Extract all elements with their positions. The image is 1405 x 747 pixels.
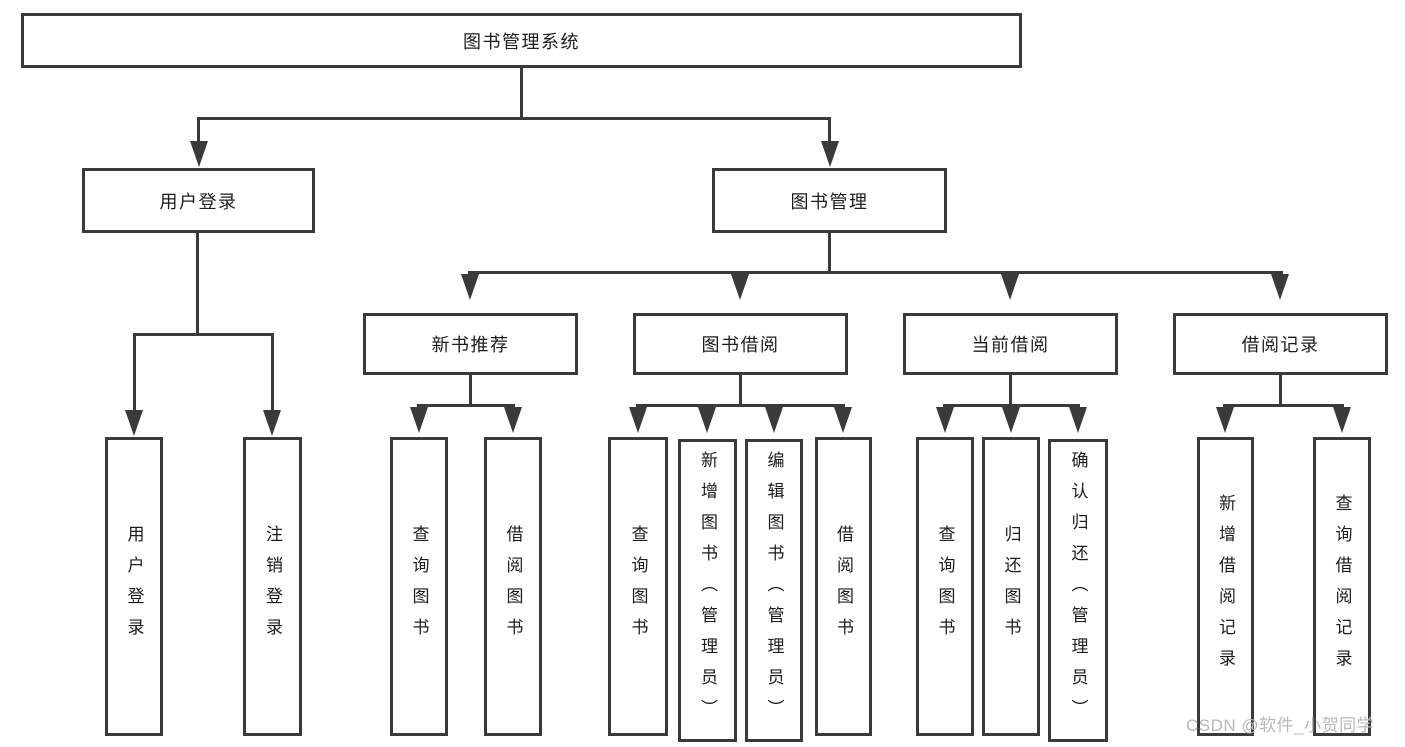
arrow-down-icon: [461, 274, 479, 300]
connector-line: [1009, 375, 1012, 407]
watermark: CSDN @软件_小贺同学: [1186, 716, 1375, 735]
leaf-add-books-admin: 新增图书（管理员）: [678, 439, 737, 742]
arrow-down-icon: [1216, 407, 1234, 433]
leaf-edit-books-admin: 编辑图书（管理员）: [745, 439, 803, 742]
node-current-borrowing: 当前借阅: [903, 313, 1118, 375]
connector-line: [636, 404, 845, 407]
leaf-borrow-books-borrowing: 借阅图书: [815, 437, 872, 736]
node-book-management: 图书管理: [712, 168, 947, 233]
connector-line: [1223, 404, 1344, 407]
arrow-down-icon: [821, 141, 839, 167]
arrow-down-icon: [410, 407, 428, 433]
connector-line: [520, 68, 523, 120]
leaf-confirm-return-admin: 确认归还（管理员）: [1048, 439, 1108, 742]
arrow-down-icon: [698, 407, 716, 433]
connector-line: [1279, 375, 1282, 407]
node-borrowing-records: 借阅记录: [1173, 313, 1388, 375]
node-new-book-recommend: 新书推荐: [363, 313, 578, 375]
arrow-down-icon: [125, 410, 143, 436]
connector-line: [469, 375, 472, 407]
leaf-borrow-books-recommend: 借阅图书: [484, 437, 542, 736]
leaf-return-books: 归还图书: [982, 437, 1040, 736]
connector-line: [197, 117, 831, 120]
connector-line: [271, 333, 274, 411]
arrow-down-icon: [834, 407, 852, 433]
node-library-system: 图书管理系统: [21, 13, 1022, 68]
leaf-query-books-recommend: 查询图书: [390, 437, 448, 736]
arrow-down-icon: [1333, 407, 1351, 433]
node-book-borrowing: 图书借阅: [633, 313, 848, 375]
connector-line: [468, 271, 1283, 274]
arrow-down-icon: [1069, 407, 1087, 433]
arrow-down-icon: [1002, 407, 1020, 433]
arrow-down-icon: [936, 407, 954, 433]
arrow-down-icon: [504, 407, 522, 433]
connector-line: [197, 117, 200, 145]
connector-line: [943, 404, 1080, 407]
leaf-query-books-current: 查询图书: [916, 437, 974, 736]
connector-line: [196, 233, 199, 336]
leaf-query-borrow-record: 查询借阅记录: [1313, 437, 1371, 736]
arrow-down-icon: [1271, 274, 1289, 300]
leaf-query-books-borrowing: 查询图书: [608, 437, 668, 736]
connector-line: [828, 233, 831, 274]
connector-line: [133, 333, 274, 336]
leaf-logout: 注销登录: [243, 437, 302, 736]
arrow-down-icon: [263, 410, 281, 436]
connector-line: [133, 333, 136, 411]
leaf-user-login: 用户登录: [105, 437, 163, 736]
arrow-down-icon: [731, 274, 749, 300]
node-user-login: 用户登录: [82, 168, 315, 233]
arrow-down-icon: [629, 407, 647, 433]
arrow-down-icon: [1001, 274, 1019, 300]
arrow-down-icon: [765, 407, 783, 433]
leaf-add-borrow-record: 新增借阅记录: [1197, 437, 1254, 736]
connector-line: [828, 117, 831, 145]
arrow-down-icon: [190, 141, 208, 167]
connector-line: [739, 375, 742, 407]
connector-line: [417, 404, 515, 407]
